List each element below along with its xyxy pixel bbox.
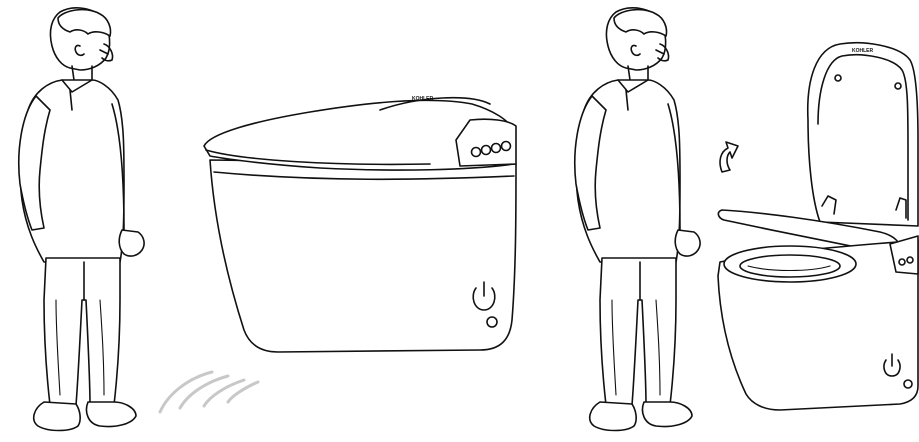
toilet-closed: KOHLER bbox=[204, 96, 516, 352]
person-right bbox=[575, 8, 700, 431]
lid-open-arrow-icon bbox=[720, 142, 738, 172]
toilet-open: KOHLER bbox=[718, 43, 918, 410]
panel-left: KOHLER bbox=[19, 8, 516, 431]
panel-right: KOHLER bbox=[575, 8, 918, 431]
person-left bbox=[19, 8, 144, 431]
brand-label: KOHLER bbox=[412, 96, 434, 102]
svg-text:KOHLER: KOHLER bbox=[852, 48, 874, 54]
sensor-wave-icon bbox=[160, 372, 258, 412]
